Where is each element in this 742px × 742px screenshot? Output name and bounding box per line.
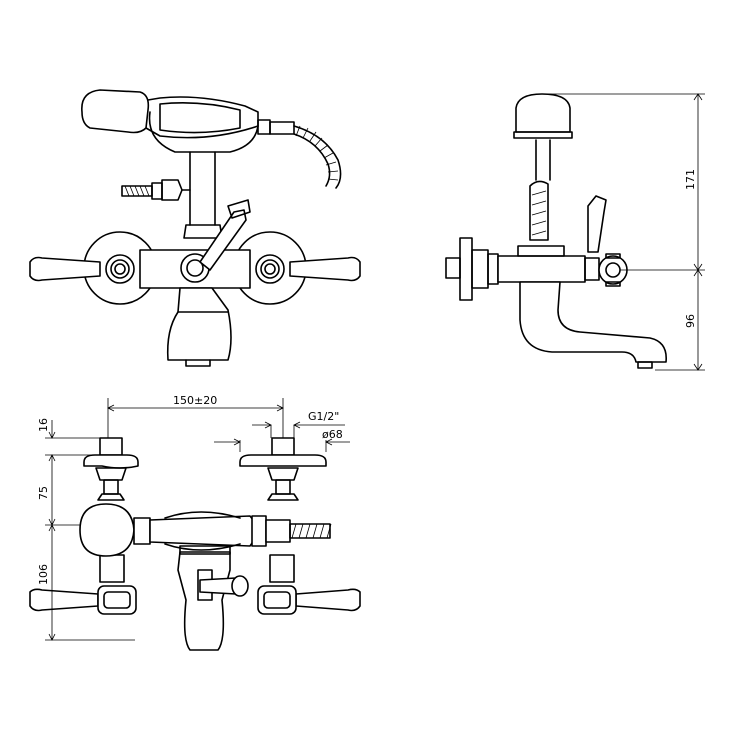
handshower-head-side <box>515 93 571 133</box>
body-side <box>497 255 586 283</box>
dim-75: 75 <box>37 486 50 500</box>
lever-side <box>587 195 607 253</box>
top-view: 150±20 G1/2" ø68 16 75 106 <box>29 394 361 651</box>
wall-flange <box>459 237 473 301</box>
dim-150: 150±20 <box>173 394 217 407</box>
spout-side <box>519 281 667 363</box>
dim-106: 106 <box>37 564 50 585</box>
diverter-lever <box>199 209 247 271</box>
side-view: 171 96 <box>445 93 705 371</box>
spout-top <box>177 551 231 651</box>
dim-96: 96 <box>684 314 697 328</box>
dim-thread: G1/2" <box>308 410 339 423</box>
side-connector <box>121 179 191 201</box>
handshower-top <box>79 503 332 557</box>
front-view <box>29 89 361 367</box>
dim-16: 16 <box>37 418 50 432</box>
spout-front <box>166 287 232 361</box>
dim-flange: ø68 <box>322 428 343 441</box>
right-handle <box>255 254 361 284</box>
right-valve-top <box>239 437 361 615</box>
handshower-front <box>81 89 342 239</box>
left-handle <box>29 254 135 284</box>
dim-171: 171 <box>684 169 697 190</box>
lever-top <box>199 577 237 595</box>
